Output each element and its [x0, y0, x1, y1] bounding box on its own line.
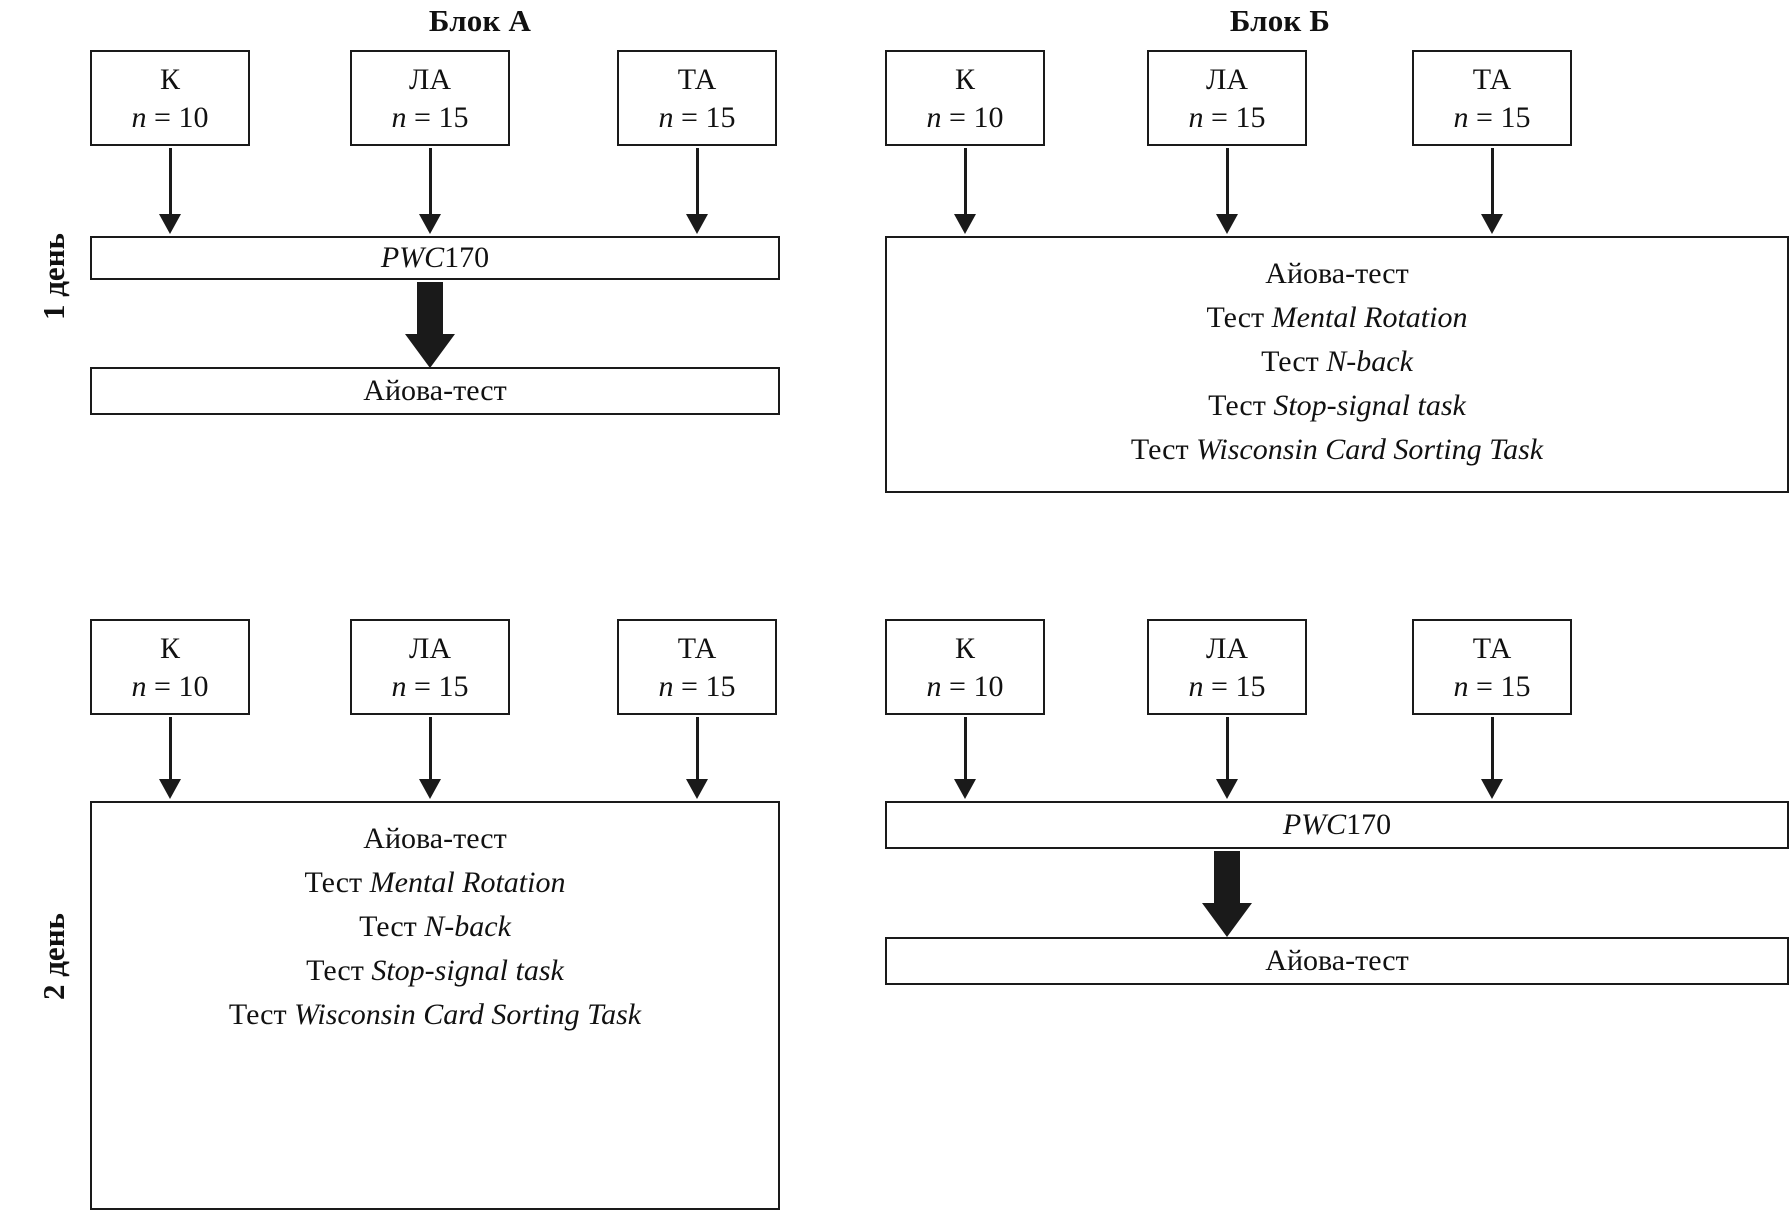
group-name: К — [159, 63, 180, 96]
battery-line-stop-signal: Тест Stop-signal task — [1208, 389, 1466, 422]
test-battery-box-day1-blockb: Айова-тест Тест Mental Rotation Тест N-b… — [885, 236, 1789, 493]
day-label-1: 1 день — [36, 233, 71, 320]
group-box-ta-day2-blocka: ТА n = 15 — [617, 619, 777, 715]
thick-arrow-pwc-to-iowa-day2-blockb — [1196, 851, 1258, 937]
group-name: К — [954, 632, 975, 665]
group-box-k-day1-blockb: К n = 10 — [885, 50, 1045, 146]
arrow-la-to-battery-day2-blocka — [400, 717, 460, 799]
pwc170-label: PWC170 — [1282, 808, 1392, 841]
group-name: ТА — [1472, 632, 1512, 665]
arrow-la-to-pwc-day1-blocka — [400, 148, 460, 234]
pwc170-box-day2-blockb: PWC170 — [885, 801, 1789, 849]
group-name: К — [159, 632, 180, 665]
iowa-box-day1-blocka: Айова-тест — [90, 367, 780, 415]
group-size: n = 15 — [391, 670, 469, 703]
arrow-la-to-pwc-day2-blockb — [1197, 717, 1257, 799]
group-name: ЛА — [408, 632, 451, 665]
group-size: n = 15 — [1188, 670, 1266, 703]
battery-line-stop-signal: Тест Stop-signal task — [306, 954, 564, 987]
group-box-k-day2-blockb: К n = 10 — [885, 619, 1045, 715]
group-size: n = 15 — [391, 101, 469, 134]
battery-line-iowa: Айова-тест — [1265, 257, 1409, 290]
arrow-k-to-battery-day2-blocka — [140, 717, 200, 799]
group-box-la-day1-blocka: ЛА n = 15 — [350, 50, 510, 146]
arrow-k-to-battery-day1-blockb — [935, 148, 995, 234]
group-name: ЛА — [1205, 63, 1248, 96]
group-box-k-day2-blocka: К n = 10 — [90, 619, 250, 715]
group-size: n = 10 — [131, 101, 209, 134]
group-box-la-day2-blocka: ЛА n = 15 — [350, 619, 510, 715]
arrow-la-to-battery-day1-blockb — [1197, 148, 1257, 234]
group-box-ta-day2-blockb: ТА n = 15 — [1412, 619, 1572, 715]
group-size: n = 15 — [1453, 101, 1531, 134]
group-name: К — [954, 63, 975, 96]
block-title-a: Блок А — [428, 3, 532, 38]
group-name: ТА — [1472, 63, 1512, 96]
day-label-2: 2 день — [36, 913, 71, 1000]
group-name: ТА — [677, 632, 717, 665]
group-size: n = 15 — [1188, 101, 1266, 134]
test-battery-box-day2-blocka: Айова-тест Тест Mental Rotation Тест N-b… — [90, 801, 780, 1210]
pwc170-box-day1-blocka: PWC170 — [90, 236, 780, 280]
group-box-la-day2-blockb: ЛА n = 15 — [1147, 619, 1307, 715]
iowa-label: Айова-тест — [1265, 944, 1409, 977]
group-size: n = 10 — [926, 670, 1004, 703]
arrow-k-to-pwc-day1-blocka — [140, 148, 200, 234]
battery-line-wisconsin: Тест Wisconsin Card Sorting Task — [228, 998, 642, 1031]
arrow-ta-to-pwc-day1-blocka — [667, 148, 727, 234]
group-size: n = 15 — [658, 670, 736, 703]
group-box-ta-day1-blockb: ТА n = 15 — [1412, 50, 1572, 146]
block-title-b: Блок Б — [1229, 3, 1331, 38]
group-size: n = 10 — [926, 101, 1004, 134]
group-name: ЛА — [408, 63, 451, 96]
battery-line-wisconsin: Тест Wisconsin Card Sorting Task — [1130, 433, 1544, 466]
group-size: n = 10 — [131, 670, 209, 703]
arrow-ta-to-pwc-day2-blockb — [1462, 717, 1522, 799]
arrow-ta-to-battery-day2-blocka — [667, 717, 727, 799]
battery-line-n-back: Тест N-back — [359, 910, 511, 943]
group-box-la-day1-blockb: ЛА n = 15 — [1147, 50, 1307, 146]
battery-line-n-back: Тест N-back — [1261, 345, 1413, 378]
arrow-ta-to-battery-day1-blockb — [1462, 148, 1522, 234]
group-box-k-day1-blocka: К n = 10 — [90, 50, 250, 146]
iowa-box-day2-blockb: Айова-тест — [885, 937, 1789, 985]
group-name: ЛА — [1205, 632, 1248, 665]
battery-line-mental-rotation: Тест Mental Rotation — [304, 866, 566, 899]
group-name: ТА — [677, 63, 717, 96]
battery-line-mental-rotation: Тест Mental Rotation — [1206, 301, 1468, 334]
arrow-k-to-pwc-day2-blockb — [935, 717, 995, 799]
thick-arrow-pwc-to-iowa-day1-blocka — [399, 282, 461, 368]
iowa-label: Айова-тест — [363, 374, 507, 407]
group-size: n = 15 — [658, 101, 736, 134]
group-size: n = 15 — [1453, 670, 1531, 703]
battery-line-iowa: Айова-тест — [363, 822, 507, 855]
pwc170-label: PWC170 — [380, 241, 490, 274]
group-box-ta-day1-blocka: ТА n = 15 — [617, 50, 777, 146]
